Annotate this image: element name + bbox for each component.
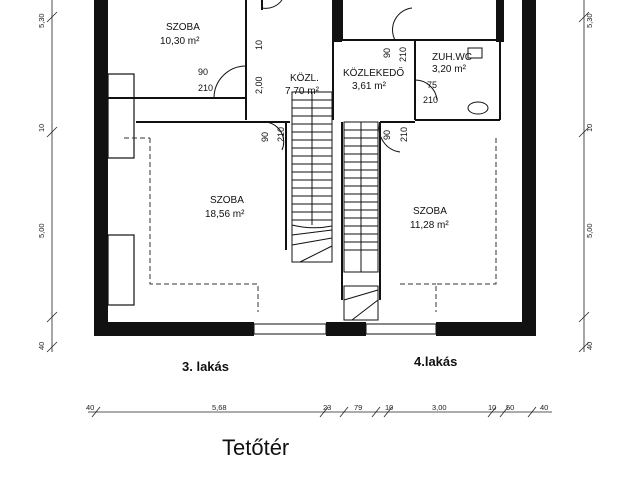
left-dim-label: 5,30 (37, 13, 46, 28)
outer-walls (94, 0, 536, 336)
unit-label-left: 3. lakás (182, 359, 229, 374)
bottom-dim-label: 40 (86, 403, 94, 412)
door-height-label: 210 (423, 95, 438, 105)
stair-left (291, 91, 333, 263)
left-window-niches (107, 73, 135, 306)
room-area: 10,30 m² (160, 36, 200, 47)
room-area: 11,28 m² (410, 220, 449, 231)
door-width-label: 90 (382, 130, 392, 140)
right-dim-label: 5,00 (585, 223, 594, 238)
door-width-label: 90 (198, 67, 208, 77)
room-area: 3,20 m² (432, 64, 467, 75)
left-dim-label: 5,00 (37, 223, 46, 238)
roof-slope-lines (124, 137, 497, 312)
room-area: 3,61 m² (352, 81, 387, 92)
left-dim-line (46, 0, 58, 353)
door-width-label: 90 (382, 48, 392, 58)
door-swings (213, 0, 489, 153)
bottom-dim-line (88, 406, 552, 418)
bottom-dim-label: 10 (488, 403, 496, 412)
door-width-label: 75 (427, 80, 437, 90)
room-name: SZOBA (413, 206, 447, 217)
door-height-label: 210 (399, 127, 409, 142)
right-dim-label: 40 (585, 342, 594, 350)
door-height-label: 210 (398, 47, 408, 62)
bottom-openings (253, 323, 437, 335)
room-area: 18,56 m² (205, 209, 245, 220)
bottom-dim-label: 23 (323, 403, 331, 412)
unit-label-right: 4.lakás (414, 354, 457, 369)
right-dim-label: 5,30 (585, 13, 594, 28)
plan-title: Tetőtér (222, 435, 289, 460)
room-name: KÖZL. (290, 72, 319, 84)
room-name: SZOBA (210, 195, 244, 206)
room-name: KÖZLEKEDŐ (343, 65, 404, 79)
bottom-dim-label: 10 (385, 403, 393, 412)
door-height-label: 210 (276, 127, 286, 142)
right-dim-line (578, 0, 590, 353)
left-dim-label: 10 (37, 124, 46, 132)
door-height-label: 2,00 (254, 76, 264, 94)
bottom-dim-label: 5,68 (212, 403, 227, 412)
door-height-label: 210 (198, 83, 213, 93)
door-width-label: 90 (260, 132, 270, 142)
bottom-dim-label: 50 (506, 403, 514, 412)
room-name: ZUH.WC (432, 52, 472, 63)
stair-right (343, 121, 379, 321)
room-area: 7,70 m² (285, 86, 320, 97)
bottom-dim-label: 3,00 (432, 403, 447, 412)
wall-stubs (332, 0, 504, 42)
room-name: SZOBA (166, 22, 200, 33)
door-width-label: 10 (254, 40, 264, 50)
left-dim-label: 40 (37, 342, 46, 350)
bottom-dim-label: 40 (540, 403, 548, 412)
bottom-dim-label: 79 (354, 403, 362, 412)
right-dim-label: 10 (585, 124, 594, 132)
